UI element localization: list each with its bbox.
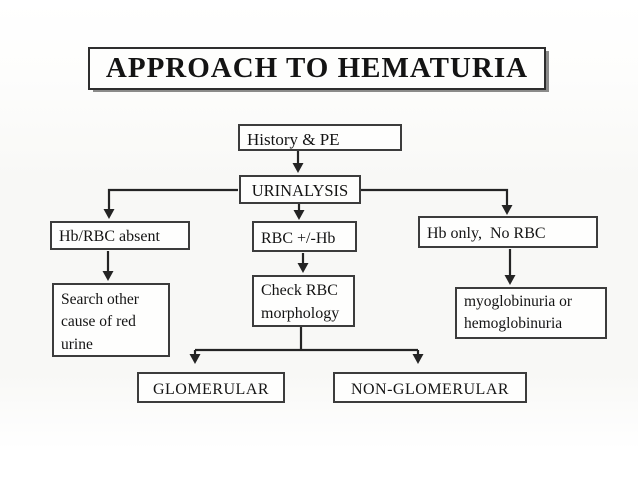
connector-check-to-glomerular-split — [189, 327, 424, 364]
node-search-other-cause: Search other cause of red urine — [52, 283, 170, 357]
connector-hb-absent-to-search — [102, 251, 114, 281]
node-hb-only-no-rbc: Hb only, No RBC — [418, 216, 598, 248]
node-glomerular: GLOMERULAR — [137, 372, 285, 403]
node-history-pe: History & PE — [238, 124, 402, 151]
node-urinalysis: URINALYSIS — [239, 175, 361, 204]
node-myoglobinuria-hemoglobinuria: myoglobinuria or hemoglobinuria — [455, 287, 607, 339]
node-check-rbc-morphology: Check RBC morphology — [252, 275, 355, 327]
node-rbc-plus-minus-hb: RBC +/-Hb — [252, 221, 357, 252]
connector-hb-only-to-myoglobinuria — [504, 249, 516, 285]
connector-urinalysis-to-rbc-hb — [293, 204, 305, 220]
node-non-glomerular: NON-GLOMERULAR — [333, 372, 527, 403]
connector-urinalysis-to-hb-only — [361, 188, 513, 215]
diagram-title: APPROACH TO HEMATURIA — [88, 47, 546, 90]
node-hb-rbc-absent: Hb/RBC absent — [50, 221, 190, 250]
connector-history-to-urinalysis — [292, 151, 304, 173]
connector-rbc-hb-to-check — [297, 253, 309, 273]
connector-urinalysis-to-hb-absent — [103, 188, 238, 219]
